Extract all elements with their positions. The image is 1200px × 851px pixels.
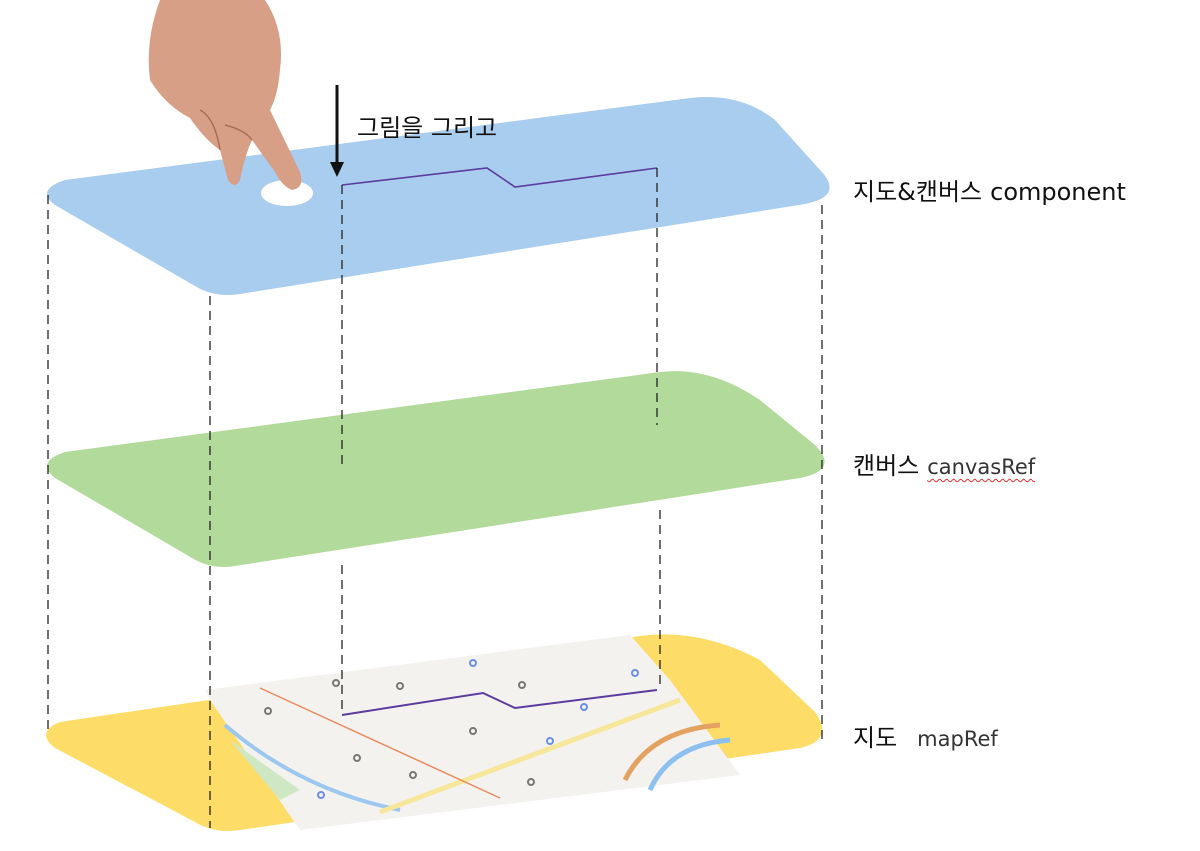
layer-ref: mapRef	[917, 727, 998, 751]
map-layer-label: 지도 mapRef	[853, 718, 998, 753]
layer-name: 캔버스	[853, 452, 920, 480]
component-layer-plane	[47, 96, 830, 295]
projection-lines	[47, 168, 823, 828]
layer-ref: component	[990, 178, 1126, 206]
layer-ref: canvasRef	[927, 455, 1036, 479]
map-drawn-stroke	[341, 689, 658, 716]
map-image	[205, 635, 740, 830]
annotation-label: 그림을 그리고	[357, 114, 498, 142]
arrow-down-icon	[330, 85, 344, 177]
layer-name: 지도&캔버스	[853, 178, 983, 206]
touch-highlight	[261, 180, 313, 206]
hand-pointing-icon	[148, 0, 302, 190]
canvas-layer-plane	[47, 371, 825, 567]
canvas-layer-label: 캔버스 canvasRef	[853, 446, 1035, 481]
layer-name: 지도	[853, 724, 898, 752]
